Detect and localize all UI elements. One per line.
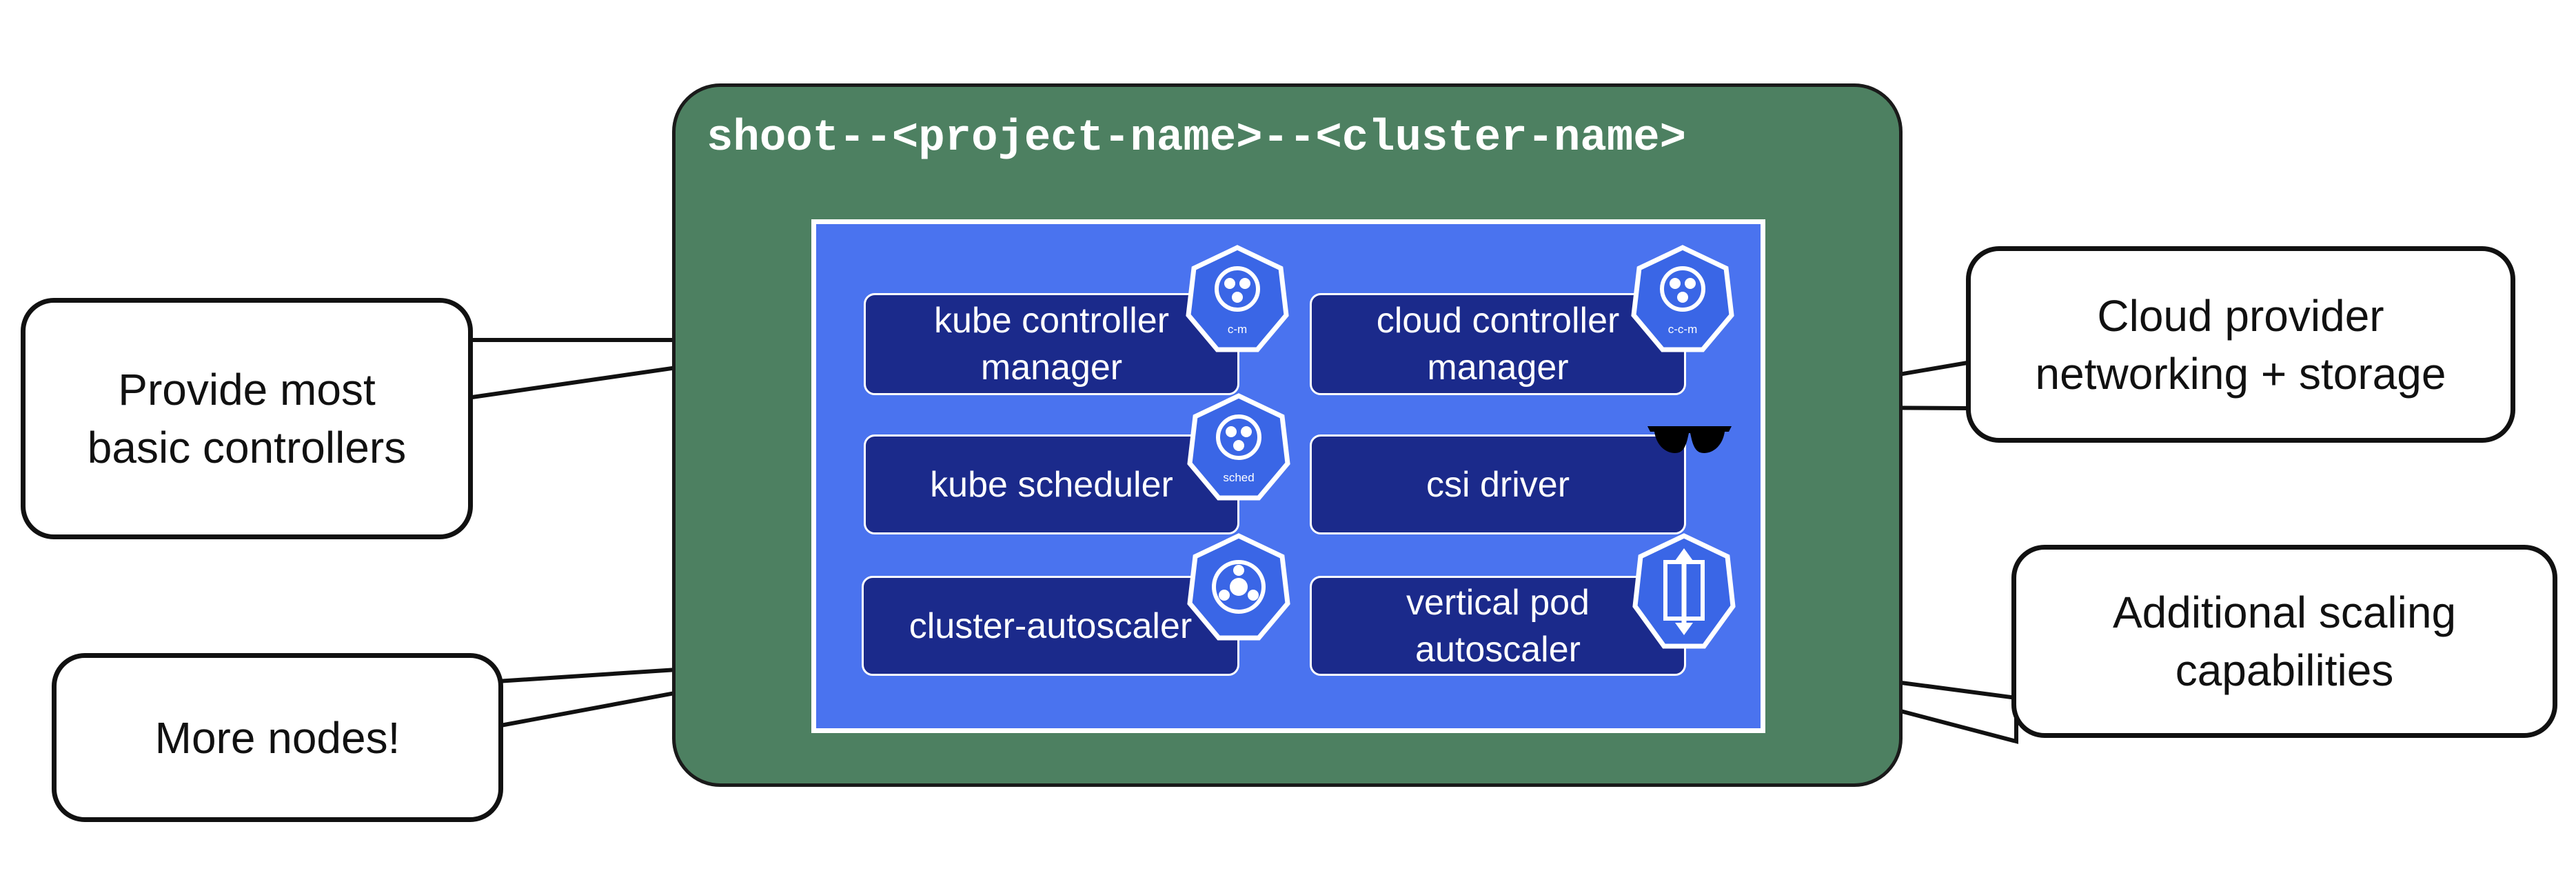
vertical-pod-autoscaler-box: vertical pod autoscaler	[1310, 576, 1686, 676]
cluster-autoscaler-box: cluster-autoscaler	[862, 576, 1239, 676]
vertical-pod-autoscaler-label: vertical pod autoscaler	[1406, 582, 1590, 670]
sunglasses-icon	[1647, 426, 1732, 453]
vertical-scaling-icon	[1632, 533, 1736, 649]
sched-icon-text: sched	[1223, 471, 1254, 484]
cloud-controller-manager-box: cloud controller manager	[1310, 293, 1686, 395]
kube-controller-manager-label: kube controller manager	[933, 301, 1170, 388]
cloud-controller-manager-label: cloud controller manager	[1376, 301, 1620, 388]
kubernetes-cloud-controller-manager-icon: c-c-m	[1631, 245, 1734, 352]
csi-driver-box: csi driver	[1310, 434, 1686, 534]
kubernetes-controller-manager-icon: c-m	[1186, 245, 1289, 352]
csi-driver-label: csi driver	[1426, 464, 1570, 505]
kube-scheduler-box: kube scheduler	[864, 434, 1239, 534]
kubernetes-scheduler-icon: sched	[1187, 393, 1290, 501]
callout-scaling: Additional scaling capabilities	[2011, 545, 2557, 738]
kcm-icon-text: c-m	[1228, 323, 1247, 336]
callout-more-nodes: More nodes!	[52, 653, 503, 822]
kubernetes-autoscaler-icon	[1187, 533, 1290, 641]
cluster-autoscaler-label: cluster-autoscaler	[909, 605, 1193, 646]
kube-scheduler-label: kube scheduler	[930, 464, 1173, 505]
callout-cloud-provider: Cloud provider networking + storage	[1966, 246, 2515, 443]
callout-basic-controllers: Provide most basic controllers	[21, 298, 473, 539]
namespace-title: shoot--<project-name>--<cluster-name>	[707, 114, 1687, 163]
ccm-icon-text: c-c-m	[1668, 323, 1697, 336]
kube-controller-manager-box: kube controller manager	[864, 293, 1239, 395]
